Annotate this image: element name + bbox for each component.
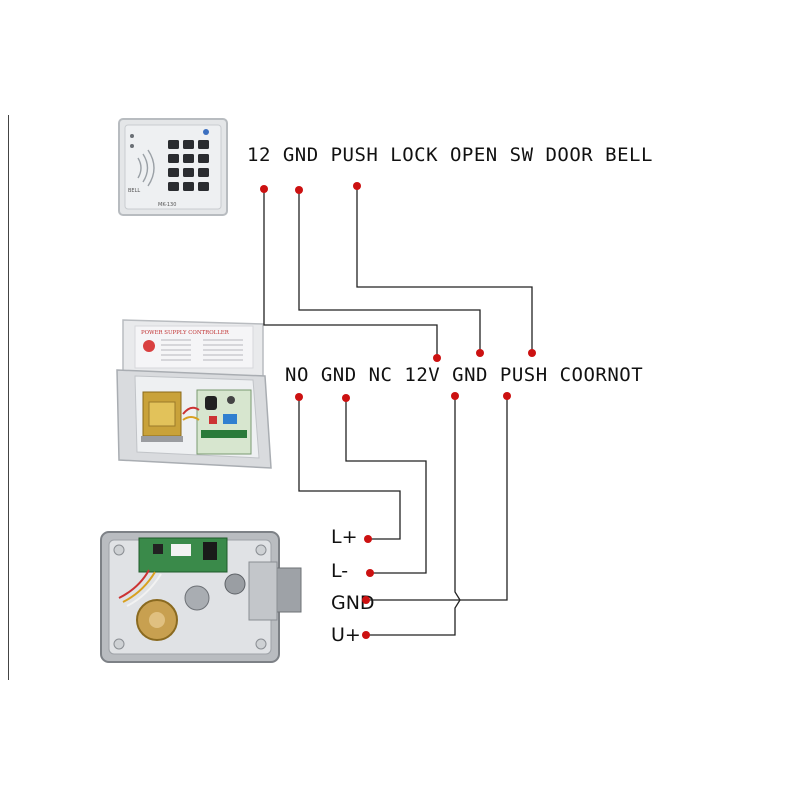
lock-motor-icon — [136, 573, 246, 641]
wire-keypad-push-to-ps-push — [356, 186, 533, 353]
lock-terminal-l-minus-label: L- — [331, 560, 349, 582]
left-border-line — [8, 115, 9, 680]
lock-pcb — [138, 537, 228, 573]
lock-terminal-l-plus-label: L+ — [331, 526, 358, 548]
ps-12v-input-dot — [433, 354, 441, 362]
wire-ps-12v-to-lock-u-plus — [366, 396, 461, 636]
electric-lock-device — [100, 531, 302, 663]
power-supply-device: POWER SUPPLY CONTROLLER — [116, 319, 272, 469]
keypad-buttons — [168, 140, 209, 191]
wire-keypad-12-to-ps-12v — [263, 189, 438, 358]
lock-l-plus-dot — [364, 535, 372, 543]
lock-l-minus-dot — [366, 569, 374, 577]
keypad-terminal-labels: 12 GND PUSH LOCK OPEN SW DOOR BELL — [247, 144, 653, 166]
wire-ps-no-to-lock-l-plus — [298, 397, 401, 540]
keypad-device: BELL MK-130 — [118, 118, 228, 216]
ps-no-dot — [295, 393, 303, 401]
wire-keypad-gnd-to-ps-gnd — [298, 190, 481, 353]
card-reader-icon — [137, 149, 155, 187]
ps-gnd-dot — [342, 394, 350, 402]
lock-terminal-u-plus-label: U+ — [331, 624, 361, 646]
svg-text:BELL: BELL — [128, 188, 140, 194]
ps-gnd-input-dot — [476, 349, 484, 357]
svg-text:MK-130: MK-130 — [158, 202, 176, 208]
ps-gnd2-dot — [503, 392, 511, 400]
power-supply-terminal-labels: NO GND NC 12V GND PUSH COORNOT — [285, 364, 644, 386]
lock-gnd-dot — [362, 596, 370, 604]
keypad-push-dot — [353, 182, 361, 190]
keypad-gnd-dot — [295, 186, 303, 194]
transformer-icon — [141, 391, 183, 442]
wire-ps-gnd-to-lock-l-minus — [345, 398, 427, 574]
ps-12v-dot — [451, 392, 459, 400]
controller-pcb — [196, 389, 252, 455]
wire-ps-gnd2-to-lock-gnd — [366, 396, 508, 601]
lock-u-plus-dot — [362, 631, 370, 639]
ps-push-input-dot — [528, 349, 536, 357]
keypad-12-dot — [260, 185, 268, 193]
svg-text:POWER SUPPLY CONTROLLER: POWER SUPPLY CONTROLLER — [141, 330, 230, 336]
terminal-dots — [260, 182, 536, 639]
ps-plate-logo — [143, 340, 155, 352]
